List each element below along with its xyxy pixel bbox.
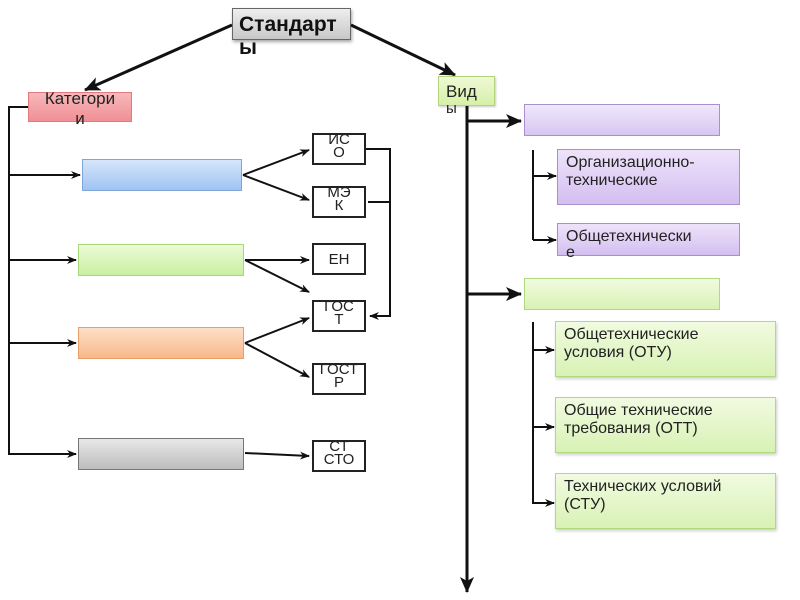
standard-line1: ГОСТ [319, 361, 359, 378]
standard-line1: СТ [329, 438, 349, 455]
root-to-kinds-arrow [350, 23, 456, 77]
root-to-categories-arrow [84, 23, 233, 92]
category-group-orange[interactable] [78, 327, 244, 359]
standard-line2: Р [333, 374, 344, 392]
kind-line1: Технических условий [564, 478, 722, 495]
kind-organizational-technical[interactable]: Организационно- технические [557, 149, 740, 205]
kind-otu[interactable]: Общетехнические условия (ОТУ) [555, 321, 776, 377]
kind-line2: требования (ОТТ) [564, 420, 698, 438]
kinds-label-line2: ы [446, 99, 457, 117]
category-group-blue[interactable] [82, 159, 242, 191]
standard-line1: ЕН [328, 251, 350, 268]
categories-label-line1: Категори [44, 89, 116, 108]
standard-gost-r[interactable]: ГОСТ Р [312, 361, 366, 395]
kind-line1: Общетехнические [564, 326, 699, 343]
root-label-line1: Стандарт [239, 13, 337, 36]
kind-general-technical[interactable]: Общетехнически е [557, 223, 740, 261]
kind-line2: условия (ОТУ) [564, 344, 672, 362]
category-group-gray[interactable] [78, 438, 244, 470]
standard-line2: СТО [323, 451, 355, 469]
kind-line2: технические [566, 172, 658, 190]
standards-root-node[interactable]: Стандарт ы [232, 8, 351, 59]
kinds-label-line1: Вид [446, 82, 477, 101]
category-group-green[interactable] [78, 244, 244, 276]
kind-line1: Общие технические [564, 402, 713, 419]
standard-iec[interactable]: МЭ К [312, 184, 366, 218]
standard-line1: ИС [328, 131, 350, 148]
standard-st-sto[interactable]: СТ СТО [312, 438, 366, 472]
kinds-node[interactable]: Вид ы [438, 76, 495, 117]
categories-node[interactable]: Категори и [28, 89, 132, 128]
root-label-line2: ы [239, 36, 257, 60]
kind-stu[interactable]: Технических условий (СТУ) [555, 473, 776, 529]
standard-line2: О [333, 144, 345, 162]
kind-line1: Организационно- [566, 154, 695, 171]
kind-line1: Общетехнически [566, 228, 692, 245]
categories-trunk [8, 106, 28, 455]
standard-line2: Т [334, 311, 344, 329]
standard-gost[interactable]: ГОС Т [312, 298, 366, 332]
kinds-group-purple[interactable] [524, 104, 720, 136]
standard-line1: ГОС [324, 298, 354, 315]
standard-line2: К [334, 197, 344, 215]
standard-iso[interactable]: ИС О [312, 131, 366, 165]
kind-ott[interactable]: Общие технические требования (ОТТ) [555, 397, 776, 453]
categories-label-line2: и [75, 108, 85, 128]
kind-line2: е [566, 244, 575, 262]
standard-en[interactable]: ЕН [312, 243, 366, 275]
kinds-group-green[interactable] [524, 278, 720, 310]
kind-line2: (СТУ) [564, 496, 606, 514]
standard-line1: МЭ [327, 184, 351, 201]
